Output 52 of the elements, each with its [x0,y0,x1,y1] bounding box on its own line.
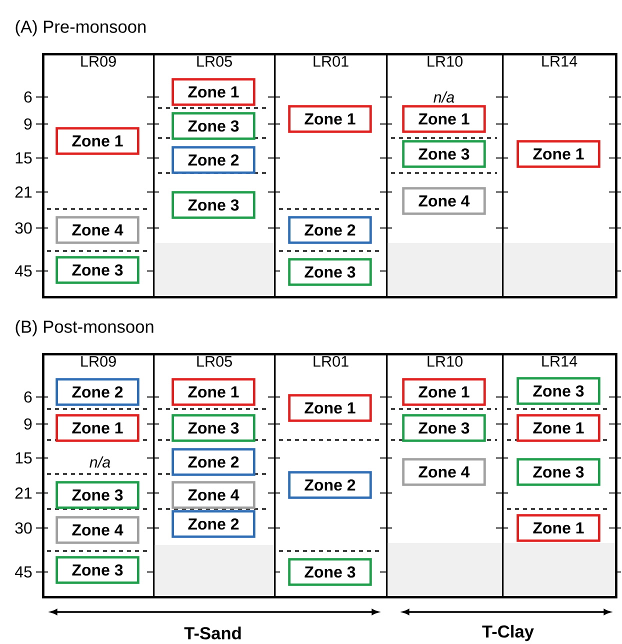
note-label: n/a [434,91,454,103]
zone-box: Zone 1 [56,414,140,442]
tick-label: 9 [24,118,32,130]
zone-box: Zone 3 [56,556,140,584]
zone-box: Zone 2 [172,146,256,174]
zone-box: Zone 1 [288,105,372,133]
zone-box: Zone 4 [56,516,140,544]
tick-label: 45 [14,265,32,277]
zone-box: Zone 1 [516,514,600,542]
zone-box: Zone 3 [288,558,372,586]
zone-box: Zone 4 [172,481,256,509]
tick-label: 21 [15,487,32,499]
zone-box: Zone 3 [516,377,600,405]
zone-box: Zone 2 [172,510,256,538]
zone-box: Zone 4 [402,187,486,215]
zone-box: Zone 1 [402,378,486,406]
tick-label: 15 [16,452,32,464]
tick-label: 45 [14,566,32,578]
group-label: T-Sand [184,626,241,640]
zone-box: Zone 1 [172,378,256,406]
zone-box: Zone 3 [172,191,256,219]
tick-label: 21 [15,186,32,198]
tick-label: 6 [24,391,32,403]
tick-label: 9 [24,418,32,430]
note-label: n/a [90,456,110,468]
zone-box: Zone 1 [172,78,256,106]
zone-box: Zone 3 [172,414,256,442]
tick-label: 30 [15,222,32,234]
zone-box: Zone 1 [516,140,600,168]
tick-label: 15 [16,152,32,164]
zone-box: Zone 3 [56,256,140,284]
zone-box: Zone 1 [288,394,372,422]
zone-box: Zone 2 [172,448,256,476]
zone-box: Zone 1 [516,414,600,442]
zone-box: Zone 1 [56,127,140,155]
zone-box: Zone 4 [56,216,140,244]
zone-box: Zone 3 [402,140,486,168]
zone-box: Zone 3 [516,458,600,486]
zone-box: Zone 1 [402,105,486,133]
zone-box: Zone 3 [56,481,140,509]
zone-box: Zone 3 [288,258,372,286]
node-label: (A) Pre-monsoon [16,20,146,36]
tick-label: 6 [24,91,32,103]
zone-box: Zone 2 [288,216,372,244]
zone-box: Zone 2 [56,378,140,406]
zone-box: Zone 2 [288,471,372,499]
node-label: (B) Post-monsoon [16,320,154,336]
group-label: T-Clay [482,624,534,642]
zone-box: Zone 4 [402,458,486,486]
zone-box: Zone 3 [402,414,486,442]
zone-box: Zone 3 [172,112,256,140]
tick-label: 30 [15,522,32,534]
